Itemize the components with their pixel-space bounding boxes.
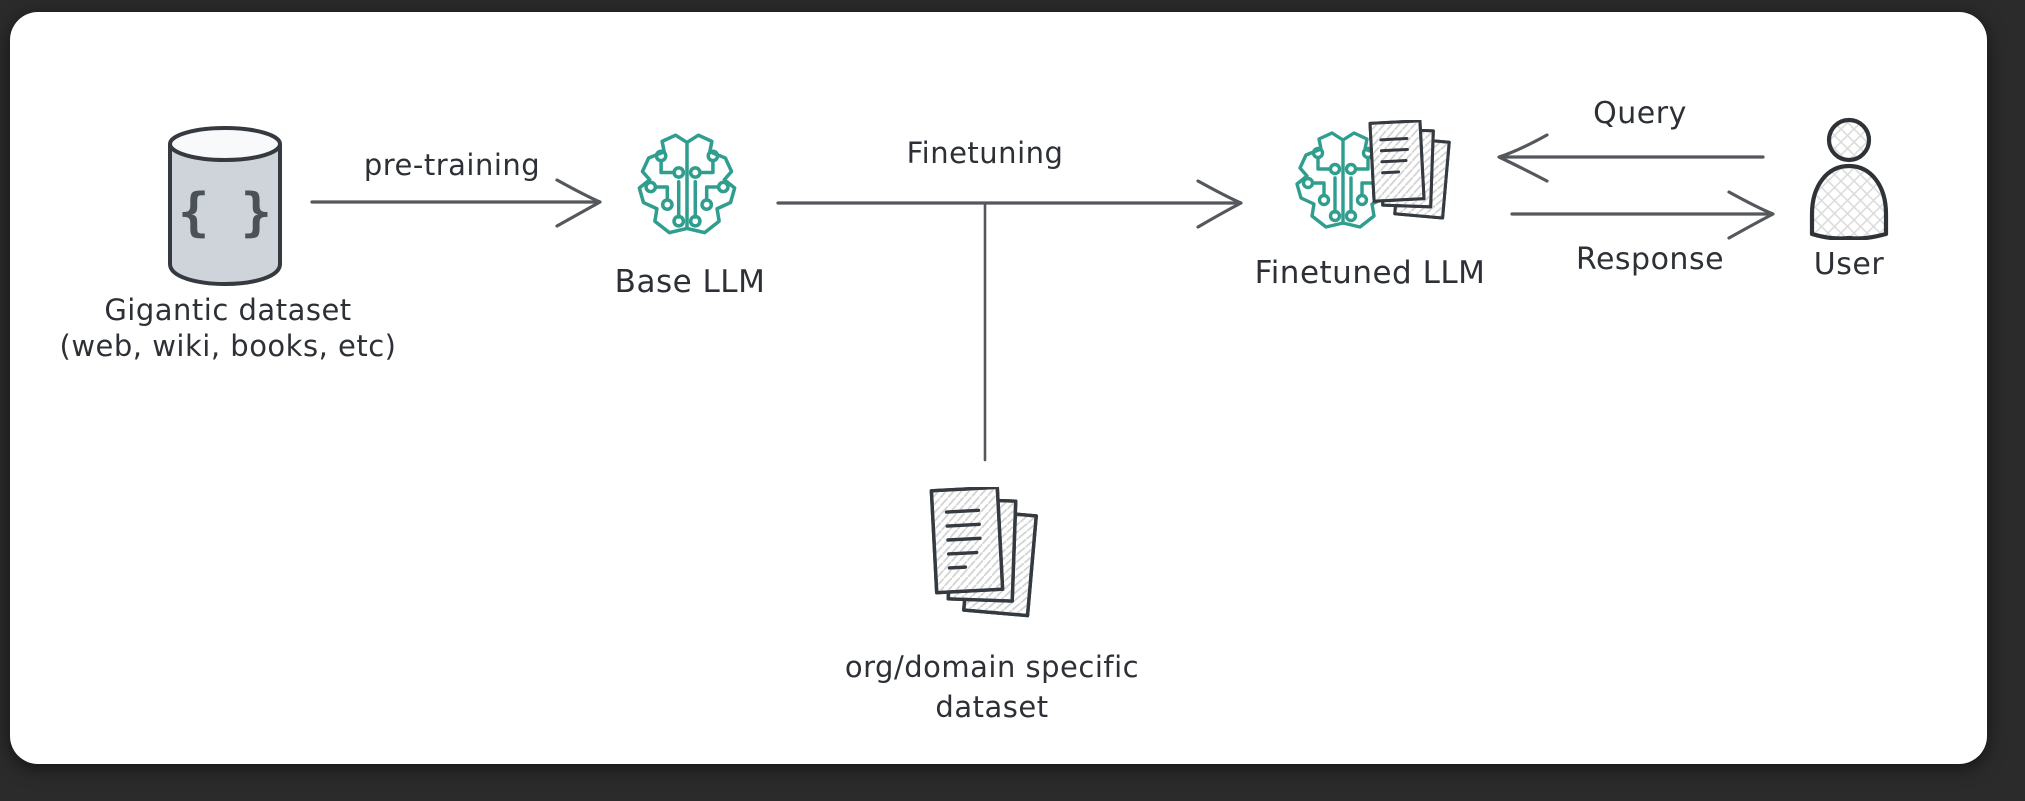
finetuned-llm-label: Finetuned LLM bbox=[1254, 255, 1486, 291]
finetuning-label: Finetuning bbox=[906, 136, 1064, 170]
brain-circuit-icon bbox=[1295, 131, 1391, 229]
braces-glyph: { } bbox=[178, 183, 272, 243]
diagram-canvas bbox=[10, 12, 1987, 764]
pre-training-arrow bbox=[310, 178, 602, 228]
org-dataset-label-line2: dataset bbox=[935, 690, 1049, 724]
user-label: User bbox=[1813, 247, 1885, 282]
query-label: Query bbox=[1593, 96, 1687, 131]
base-llm-label: Base LLM bbox=[614, 264, 766, 300]
org-dataset-label-line1: org/domain specific bbox=[844, 650, 1140, 684]
pre-training-label: pre-training bbox=[363, 148, 541, 182]
person-icon bbox=[1809, 117, 1889, 240]
finetuning-arrow bbox=[776, 179, 1243, 229]
documents-stack-icon bbox=[929, 487, 1038, 618]
brain-circuit-icon bbox=[637, 133, 737, 235]
gigantic-dataset-label-line1: Gigantic dataset bbox=[104, 293, 352, 327]
gigantic-dataset-label-line2: (web, wiki, books, etc) bbox=[59, 329, 397, 363]
documents-stack-icon bbox=[1368, 120, 1451, 220]
database-icon: { } bbox=[168, 126, 282, 286]
response-label: Response bbox=[1575, 242, 1725, 277]
query-arrow bbox=[1497, 133, 1765, 183]
response-arrow bbox=[1510, 190, 1775, 240]
